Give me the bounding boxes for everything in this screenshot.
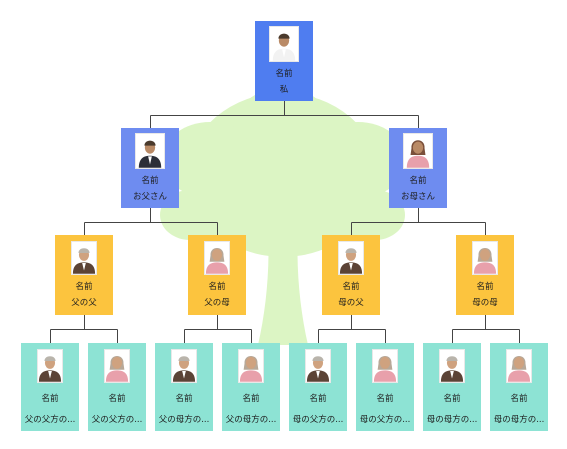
person-relation-label: 母の父方の... bbox=[359, 415, 411, 425]
male-avatar-icon bbox=[37, 349, 63, 383]
person-name-label: 名前 bbox=[409, 176, 427, 186]
person-card-grandparent[interactable]: 名前父の母 bbox=[188, 235, 246, 315]
person-name-label: 名前 bbox=[141, 176, 159, 186]
person-card-great-grandparent[interactable]: 名前父の母方の... bbox=[222, 343, 280, 431]
person-relation-label: 父の母方の... bbox=[225, 415, 277, 425]
person-relation-label: 私 bbox=[279, 85, 289, 95]
male-avatar-icon bbox=[135, 133, 165, 169]
person-relation-label: 母の母方の... bbox=[426, 415, 478, 425]
person-name-label: 名前 bbox=[175, 394, 193, 404]
person-card-great-grandparent[interactable]: 名前父の母方の... bbox=[155, 343, 213, 431]
person-name-label: 名前 bbox=[242, 394, 260, 404]
person-relation-label: 母の母 bbox=[472, 298, 498, 308]
person-name-label: 名前 bbox=[476, 282, 494, 292]
person-card-parent[interactable]: 名前お父さん bbox=[121, 128, 179, 208]
person-name-label: 名前 bbox=[108, 394, 126, 404]
person-card-great-grandparent[interactable]: 名前母の母方の... bbox=[423, 343, 481, 431]
female-avatar-icon bbox=[403, 133, 433, 169]
male-avatar-icon bbox=[439, 349, 465, 383]
person-relation-label: 父の母方の... bbox=[158, 415, 210, 425]
male-avatar-icon bbox=[338, 241, 364, 275]
female-avatar-icon bbox=[238, 349, 264, 383]
male-avatar-icon bbox=[71, 241, 97, 275]
female-avatar-icon bbox=[104, 349, 130, 383]
female-avatar-icon bbox=[472, 241, 498, 275]
person-card-grandparent[interactable]: 名前母の父 bbox=[322, 235, 380, 315]
person-relation-label: 父の父 bbox=[71, 298, 97, 308]
person-card-grandparent[interactable]: 名前父の父 bbox=[55, 235, 113, 315]
female-avatar-icon bbox=[372, 349, 398, 383]
person-card-great-grandparent[interactable]: 名前父の父方の... bbox=[88, 343, 146, 431]
person-card-great-grandparent[interactable]: 名前母の父方の... bbox=[356, 343, 414, 431]
person-name-label: 名前 bbox=[376, 394, 394, 404]
male-avatar-icon bbox=[171, 349, 197, 383]
person-relation-label: 父の父方の... bbox=[91, 415, 143, 425]
person-relation-label: お父さん bbox=[132, 192, 167, 202]
person-relation-label: 母の母方の... bbox=[493, 415, 545, 425]
person-relation-label: 父の母 bbox=[204, 298, 230, 308]
person-name-label: 名前 bbox=[208, 282, 226, 292]
person-name-label: 名前 bbox=[510, 394, 528, 404]
person-name-label: 名前 bbox=[309, 394, 327, 404]
person-card-self[interactable]: 名前私 bbox=[255, 21, 313, 101]
person-card-parent[interactable]: 名前お母さん bbox=[389, 128, 447, 208]
person-name-label: 名前 bbox=[275, 69, 293, 79]
person-relation-label: 母の父方の... bbox=[292, 415, 344, 425]
person-card-great-grandparent[interactable]: 名前父の父方の... bbox=[21, 343, 79, 431]
person-relation-label: 父の父方の... bbox=[24, 415, 76, 425]
person-card-grandparent[interactable]: 名前母の母 bbox=[456, 235, 514, 315]
female-avatar-icon bbox=[506, 349, 532, 383]
person-name-label: 名前 bbox=[41, 394, 59, 404]
person-relation-label: 母の父 bbox=[338, 298, 364, 308]
person-card-great-grandparent[interactable]: 名前母の父方の... bbox=[289, 343, 347, 431]
person-name-label: 名前 bbox=[443, 394, 461, 404]
male-avatar-icon bbox=[269, 26, 299, 62]
person-name-label: 名前 bbox=[342, 282, 360, 292]
person-name-label: 名前 bbox=[75, 282, 93, 292]
person-relation-label: お母さん bbox=[400, 192, 435, 202]
female-avatar-icon bbox=[204, 241, 230, 275]
male-avatar-icon bbox=[305, 349, 331, 383]
person-card-great-grandparent[interactable]: 名前母の母方の... bbox=[490, 343, 548, 431]
